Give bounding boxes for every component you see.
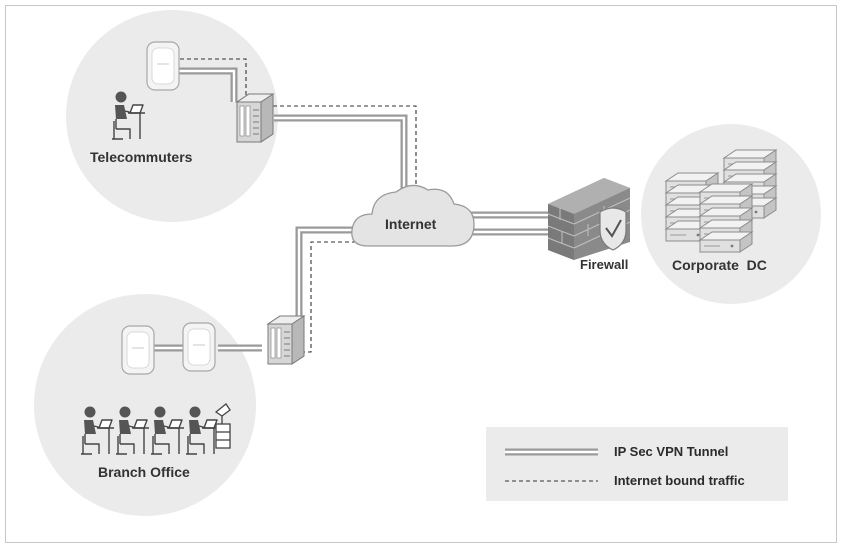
internet-label: Internet [385, 216, 437, 232]
legend-tunnel-label: IP Sec VPN Tunnel [614, 444, 728, 459]
telecommuters-zone [66, 10, 278, 222]
firewall-icon [547, 178, 631, 260]
branch-access-point-1-icon [121, 325, 155, 375]
firewall-label: Firewall [580, 257, 628, 272]
branch-access-point-2-icon [182, 322, 216, 372]
diagram-frame [5, 5, 837, 543]
internet-cloud-icon [351, 184, 475, 247]
legend: IP Sec VPN Tunnel Internet bound traffic [486, 427, 788, 501]
telecommuter-router-icon [236, 93, 274, 143]
branch-router-icon [267, 315, 305, 365]
telecommuter-access-point-icon [146, 41, 180, 91]
telecommuters-label: Telecommuters [90, 149, 193, 165]
branch-office-label: Branch Office [98, 464, 190, 480]
legend-box [486, 427, 788, 501]
corporate-dc-label: Corporate DC [672, 257, 767, 273]
branch-cabinet-icon [214, 403, 231, 449]
legend-traffic-label: Internet bound traffic [614, 473, 745, 488]
